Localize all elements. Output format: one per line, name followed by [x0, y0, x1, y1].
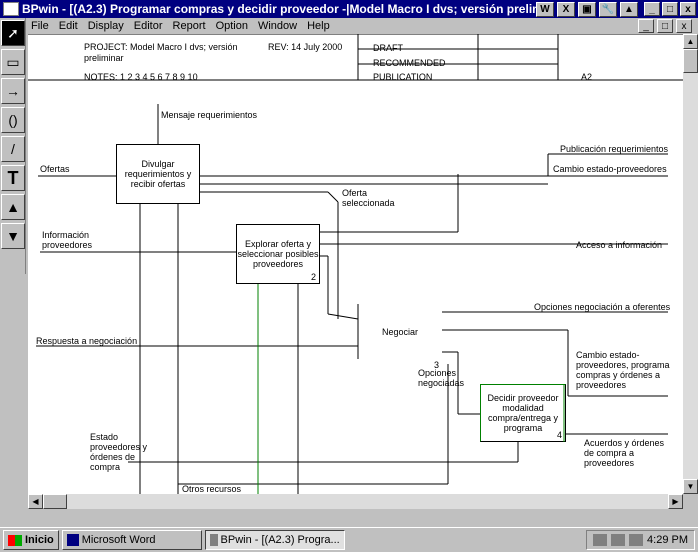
hscroll-thumb[interactable] [43, 494, 67, 509]
vertical-scrollbar[interactable]: ▲ ▼ [683, 34, 698, 494]
menu-display[interactable]: Display [87, 20, 124, 32]
label-respuesta: Respuesta a negociación [36, 336, 138, 346]
process-box-explorar[interactable]: Explorar oferta y seleccionar posibles p… [236, 224, 320, 284]
tray-icon[interactable] [611, 534, 626, 546]
process-box-divulgar[interactable]: Divulgar requerimientos y recibir oferta… [116, 144, 200, 204]
pen-tool-icon[interactable]: / [1, 136, 25, 162]
clock[interactable]: 4:29 PM [647, 534, 688, 546]
scroll-right-arrow-icon[interactable]: ▶ [668, 494, 683, 509]
menu-report[interactable]: Report [172, 20, 206, 32]
label-info-prov: Información proveedores [42, 230, 93, 250]
start-button[interactable]: Inicio [3, 530, 59, 550]
task-bpwin-label: BPwin - [(A2.3) Progra... [220, 534, 340, 546]
start-label: Inicio [25, 534, 54, 546]
box-label: Decidir proveedor modalidad compra/entre… [487, 393, 559, 433]
shortcut-icon[interactable]: ▲ [620, 1, 638, 17]
label-opciones-neg: Opciones negociadas [418, 368, 465, 388]
process-box-negociar[interactable]: Negociar 3 [358, 302, 442, 370]
label-opciones-of: Opciones negociación a oferentes [534, 302, 671, 312]
tools-icon[interactable]: 🔧 [599, 1, 617, 17]
word-icon[interactable]: W [536, 1, 554, 17]
menu-file[interactable]: File [31, 20, 49, 32]
up-arrow-icon[interactable]: ▲ [1, 194, 25, 220]
label-estado: Estado proveedores y órdenes de compra [90, 432, 148, 472]
tray-icon[interactable] [593, 534, 608, 546]
mdi-controls: _ □ x [638, 19, 694, 33]
menu-editor[interactable]: Editor [133, 20, 163, 32]
mdi-close-button[interactable]: x [676, 19, 692, 33]
menu-window[interactable]: Window [257, 20, 298, 32]
task-word-label: Microsoft Word [81, 534, 156, 546]
label-acceso: Acceso a información [576, 240, 663, 250]
label-cambio1: Cambio estado-proveedores [553, 164, 667, 174]
title-bar-icons: W X ▣ 🔧 ▲ [536, 1, 638, 17]
app-shortcut-icon[interactable]: ▣ [578, 1, 596, 17]
header-recommended: RECOMMENDED [373, 58, 446, 68]
box-label: Negociar [381, 327, 419, 337]
tray-icon[interactable] [629, 534, 644, 546]
box-label: Divulgar requerimientos y recibir oferta… [124, 159, 192, 189]
pointer-tool-icon[interactable]: ➚ [1, 20, 25, 46]
bpwin-app-icon[interactable] [3, 2, 19, 16]
process-box-decidir[interactable]: Decidir proveedor modalidad compra/entre… [480, 384, 566, 442]
box-number: 3 [433, 360, 439, 370]
close-button[interactable]: x [680, 2, 696, 16]
system-tray: 4:29 PM [586, 530, 695, 550]
excel-icon[interactable]: X [557, 1, 575, 17]
header-node: A2 [581, 72, 593, 82]
text-tool-icon[interactable]: T [1, 165, 25, 191]
box-tool-icon[interactable]: ▭ [1, 49, 25, 75]
label-ofertas: Ofertas [40, 164, 70, 174]
menu-edit[interactable]: Edit [58, 20, 78, 32]
mdi-minimize-button[interactable]: _ [638, 19, 654, 33]
scroll-thumb[interactable] [683, 49, 698, 73]
tool-palette: ➚ ▭ → () / T ▲ ▼ [0, 18, 26, 274]
header-notes: NOTES: 1 2 3 4 5 6 7 8 9 10 [84, 72, 198, 82]
diagram-arrows [28, 34, 683, 494]
box-number: 2 [310, 272, 316, 282]
arrow-tool-icon[interactable]: → [1, 78, 25, 104]
menu-help[interactable]: Help [307, 20, 330, 32]
scroll-left-arrow-icon[interactable]: ◀ [28, 494, 43, 509]
task-bpwin[interactable]: BPwin - [(A2.3) Progra... [204, 530, 345, 550]
header-rev: REV: 14 July 2000 [268, 42, 343, 52]
maximize-button[interactable]: □ [662, 2, 678, 16]
header-draft: DRAFT [373, 43, 403, 53]
menu-option[interactable]: Option [215, 20, 248, 32]
bpwin-task-icon [209, 534, 218, 546]
header-publication: PUBLICATION [373, 72, 433, 82]
squiggle-tool-icon[interactable]: () [1, 107, 25, 133]
diagram-canvas[interactable]: PROJECT: Model Macro I dvs; versión prel… [28, 34, 683, 494]
window-title: BPwin - [(A2.3) Programar compras y deci… [22, 2, 536, 16]
down-arrow-icon[interactable]: ▼ [1, 223, 25, 249]
horizontal-scrollbar[interactable]: ◀ ▶ [28, 494, 683, 509]
minimize-button[interactable]: _ [644, 2, 660, 16]
label-cambio2: Cambio estado-proveedores, programa comp… [576, 350, 670, 390]
label-mensaje: Mensaje requerimientos [161, 110, 258, 120]
label-oferta-sel: Oferta seleccionada [342, 188, 395, 208]
title-bar: BPwin - [(A2.3) Programar compras y deci… [0, 0, 698, 18]
taskbar: Inicio Microsoft Word BPwin - [(A2.3) Pr… [0, 527, 698, 552]
windows-logo-icon [8, 534, 22, 546]
word-task-icon [66, 534, 79, 546]
menu-bar: File Edit Display Editor Report Option W… [26, 18, 698, 34]
label-otros: Otros recursos [182, 484, 242, 494]
box-label: Explorar oferta y seleccionar posibles p… [237, 239, 319, 269]
header-project: PROJECT: Model Macro I dvs; versión prel… [84, 42, 238, 63]
scroll-down-arrow-icon[interactable]: ▼ [683, 479, 698, 494]
scroll-up-arrow-icon[interactable]: ▲ [683, 34, 698, 49]
mdi-restore-button[interactable]: □ [657, 19, 673, 33]
label-publicacion: Publicación requerimientos [560, 144, 669, 154]
task-word[interactable]: Microsoft Word [61, 530, 202, 550]
box-number: 4 [556, 430, 562, 440]
label-acuerdos: Acuerdos y órdenes de compra a proveedor… [584, 438, 665, 468]
